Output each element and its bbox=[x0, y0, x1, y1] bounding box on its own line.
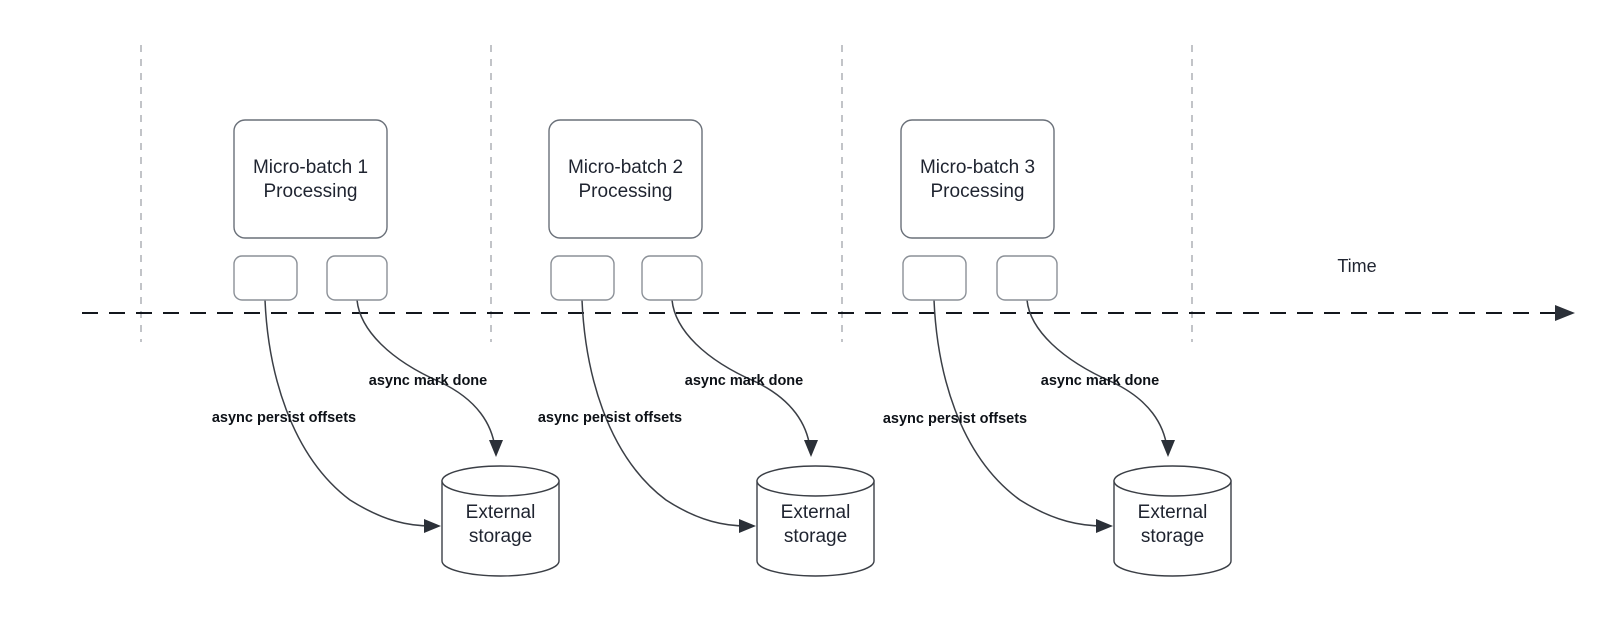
time-axis-label: Time bbox=[1337, 256, 1376, 276]
micro-batch-3-async-persist-offsets-edge-label: async persist offsets bbox=[883, 411, 1027, 427]
edges-layer bbox=[264, 299, 1175, 533]
nodes-layer bbox=[233, 119, 1232, 577]
micro-batch-2-storage-label-line2: storage bbox=[784, 526, 847, 547]
micro-batch-1-storage-label-line2: storage bbox=[469, 526, 532, 547]
micro-batch-1-storage-cylinder-top bbox=[441, 465, 560, 497]
micro-batch-3-label-line1: Micro-batch 3 bbox=[920, 157, 1035, 178]
micro-batch-2-storage-label-line1: External bbox=[781, 502, 851, 523]
micro-batch-1-label-line2: Processing bbox=[264, 181, 358, 202]
micro-batch-1-box[interactable] bbox=[233, 119, 388, 239]
time-axis-arrowhead bbox=[1555, 305, 1575, 321]
micro-batch-1-label-line1: Micro-batch 1 bbox=[253, 157, 368, 178]
micro-batch-2-async-persist-offsets-edge-arrowhead bbox=[739, 519, 756, 533]
micro-batch-3-async-persist-offsets-edge-arrowhead bbox=[1096, 519, 1113, 533]
micro-batch-1-async-persist-offsets-edge bbox=[264, 299, 433, 527]
micro-batch-1-async-mark-done-edge-arrowhead bbox=[489, 440, 503, 457]
micro-batch-3-async-mark-done-edge-label: async mark done bbox=[1041, 373, 1159, 389]
micro-batch-2-storage-cylinder-top bbox=[756, 465, 875, 497]
micro-batch-3-storage-label-line2: storage bbox=[1141, 526, 1204, 547]
micro-batch-3-mark-done-task[interactable] bbox=[996, 255, 1058, 301]
micro-batch-1-async-persist-offsets-edge-arrowhead bbox=[424, 519, 441, 533]
micro-batch-2-box[interactable] bbox=[548, 119, 703, 239]
micro-batch-2-async-persist-offsets-edge bbox=[581, 299, 748, 527]
micro-batch-1-mark-done-task[interactable] bbox=[326, 255, 388, 301]
micro-batch-2-async-mark-done-edge-arrowhead bbox=[804, 440, 818, 457]
micro-batch-1-storage-label-line1: External bbox=[466, 502, 536, 523]
micro-batch-3-label-line2: Processing bbox=[931, 181, 1025, 202]
timeline-layer bbox=[82, 305, 1575, 321]
micro-batch-2-storage-cylinder-body[interactable] bbox=[756, 480, 875, 577]
micro-batch-2-label-line1: Micro-batch 2 bbox=[568, 157, 683, 178]
micro-batch-3-storage-cylinder-body[interactable] bbox=[1113, 480, 1232, 577]
micro-batch-3-box[interactable] bbox=[900, 119, 1055, 239]
micro-batch-2-async-mark-done-edge-label: async mark done bbox=[685, 373, 803, 389]
micro-batch-1-async-mark-done-edge bbox=[356, 299, 496, 449]
micro-batch-2-mark-done-task[interactable] bbox=[641, 255, 703, 301]
micro-batch-1-async-mark-done-edge-label: async mark done bbox=[369, 373, 487, 389]
micro-batch-3-async-mark-done-edge bbox=[1026, 299, 1168, 449]
micro-batch-3-async-persist-offsets-edge bbox=[933, 299, 1105, 527]
micro-batch-2-async-persist-offsets-edge-label: async persist offsets bbox=[538, 410, 682, 426]
micro-batch-3-persist-offsets-task[interactable] bbox=[902, 255, 967, 301]
micro-batch-2-persist-offsets-task[interactable] bbox=[550, 255, 615, 301]
micro-batch-3-storage-label-line1: External bbox=[1138, 502, 1208, 523]
micro-batch-3-storage-cylinder-top bbox=[1113, 465, 1232, 497]
micro-batch-2-async-mark-done-edge bbox=[671, 299, 811, 449]
micro-batch-2-label-line2: Processing bbox=[579, 181, 673, 202]
micro-batch-3-async-mark-done-edge-arrowhead bbox=[1161, 440, 1175, 457]
micro-batch-1-async-persist-offsets-edge-label: async persist offsets bbox=[212, 410, 356, 426]
micro-batch-1-persist-offsets-task[interactable] bbox=[233, 255, 298, 301]
micro-batch-1-storage-cylinder-body[interactable] bbox=[441, 480, 560, 577]
